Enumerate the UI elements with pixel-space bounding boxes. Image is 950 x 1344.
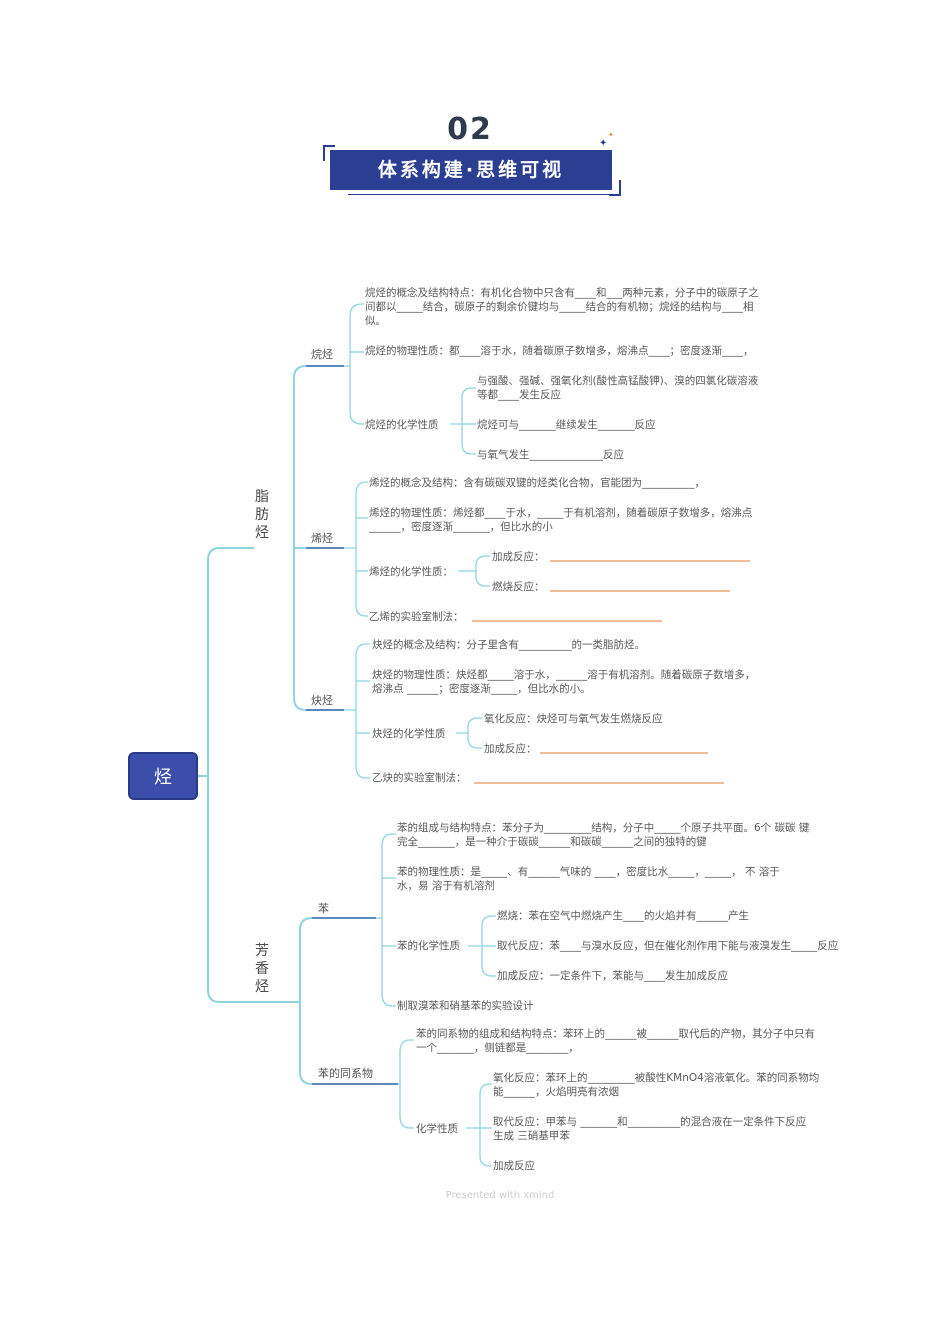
homologs-substitution-line2: 生成 三硝基甲苯 [493,1130,570,1142]
alkyne-physical-line2: 熔沸点 ______；密度逐渐_____，但比水的小。 [372,683,591,695]
branch-alkane[interactable]: 烷烃 [311,348,333,361]
homologs-oxidation-line1: 氧化反应：苯环上的_________被酸性KMnO4溶液氧化。苯的同系物均 [493,1072,820,1084]
sparkle-icon: ✦ [599,138,608,149]
homologs-substitution-line1: 取代反应：甲苯与 _______和__________的混合液在一定条件下反应 [493,1116,807,1128]
group-aromatic[interactable]: 芳香烃 [255,943,269,995]
root-node[interactable]: 烃 [128,752,198,800]
benzene-physical-line1: 苯的物理性质：是_____、有______气味的 ____，密度比水_____，… [397,866,780,878]
alkene-concept: 烯烃的概念及结构：含有碳碳双键的烃类化合物，官能团为__________， [369,477,705,489]
alkene-lab-prep: 乙烯的实验室制法： [369,611,464,623]
alkyne-oxidation: 氧化反应：炔烃可与氧气发生燃烧反应 [484,713,663,725]
alkene-addition: 加成反应： [492,551,545,563]
alkane-chemical: 烷烃的化学性质 [365,419,439,431]
alkyne-lab-prep: 乙炔的实验室制法： [372,772,467,784]
branch-benzene[interactable]: 苯 [318,902,329,915]
alkyne-addition: 加成反应： [484,743,537,755]
homologs-addition: 加成反应 [493,1160,535,1172]
xmind-watermark: Presented with xmind [445,1190,555,1201]
banner-underline [348,194,618,195]
alkane-concept-line3: 似。 [365,315,386,327]
alkyne-physical-line1: 炔烃的物理性质：炔烃都_____溶于水，______溶于有机溶剂。随着碳原子数增… [372,669,756,681]
homologs-oxidation-line2: 能______，火焰明亮有浓烟 [493,1086,619,1098]
alkane-chem-stability-line2: 等都____发生反应 [477,389,561,401]
group-aliphatic[interactable]: 脂肪烃 [255,489,269,541]
alkene-physical-line2: ______，密度逐渐_______，但比水的小 [369,521,553,533]
sparkle-small-icon: ✦ [608,131,614,139]
alkane-physical: 烷烃的物理性质：都____溶于水，随着碳原子数增多，熔沸点____；密度逐渐__… [365,345,754,357]
alkene-combustion: 燃烧反应： [492,581,545,593]
alkyne-chemical: 炔烃的化学性质 [372,728,446,740]
alkane-chem-substitution: 烷烃可与_______继续发生_______反应 [477,419,656,431]
benzene-lab-design: 制取溴苯和硝基苯的实验设计 [397,1000,534,1012]
alkene-physical-line1: 烯烃的物理性质：烯烃都____于水，_____于有机溶剂，随着碳原子数增多，熔沸… [369,507,753,519]
branch-benzene-homologs[interactable]: 苯的同系物 [318,1067,373,1080]
benzene-substitution: 取代反应：苯____与溴水反应，但在催化剂作用下能与液溴发生_____反应 [497,940,839,952]
section-number: 02 [447,112,493,147]
branch-alkene[interactable]: 烯烃 [311,532,333,545]
alkane-chem-stability-line1: 与强酸、强碱、强氧化剂(酸性高锰酸钾)、溴的四氯化碳溶液 [477,375,759,387]
branch-alkyne[interactable]: 炔烃 [311,694,333,707]
homologs-structure-line1: 苯的同系物的组成和结构特点：苯环上的______被______取代后的产物，其分… [416,1028,815,1040]
alkyne-concept: 炔烃的概念及结构：分子里含有__________的一类脂肪烃。 [372,639,645,651]
homologs-structure-line2: 一个_______，侧链都是________， [416,1042,579,1054]
alkane-concept-line2: 间都以_____结合，碳原子的剩余价键均与_____结合的有机物；烷烃的结构与_… [365,301,754,313]
section-title: 体系构建·思维可视 [330,150,612,190]
benzene-structure-line2: 完全_______，是一种介于碳碳______和碳碳______之间的独特的键 [397,836,707,848]
benzene-physical-line2: 水，易 溶于有机溶剂 [397,880,495,892]
benzene-combustion: 燃烧：苯在空气中燃烧产生____的火焰并有______产生 [497,910,749,922]
benzene-addition: 加成反应：一定条件下，苯能与____发生加成反应 [497,970,728,982]
homologs-chemical: 化学性质 [416,1123,458,1135]
alkane-chem-oxidation: 与氧气发生______________反应 [477,449,624,461]
benzene-chemical: 苯的化学性质 [397,940,460,952]
benzene-structure-line1: 苯的组成与结构特点：苯分子为_________结构，分子中_____个原子共平面… [397,822,810,834]
banner-corner-right [609,180,621,196]
alkane-concept-line1: 烷烃的概念及结构特点：有机化合物中只含有____和___两种元素，分子中的碳原子… [365,287,759,299]
banner-corner-left [323,145,335,161]
alkene-chemical: 烯烃的化学性质： [369,566,453,578]
